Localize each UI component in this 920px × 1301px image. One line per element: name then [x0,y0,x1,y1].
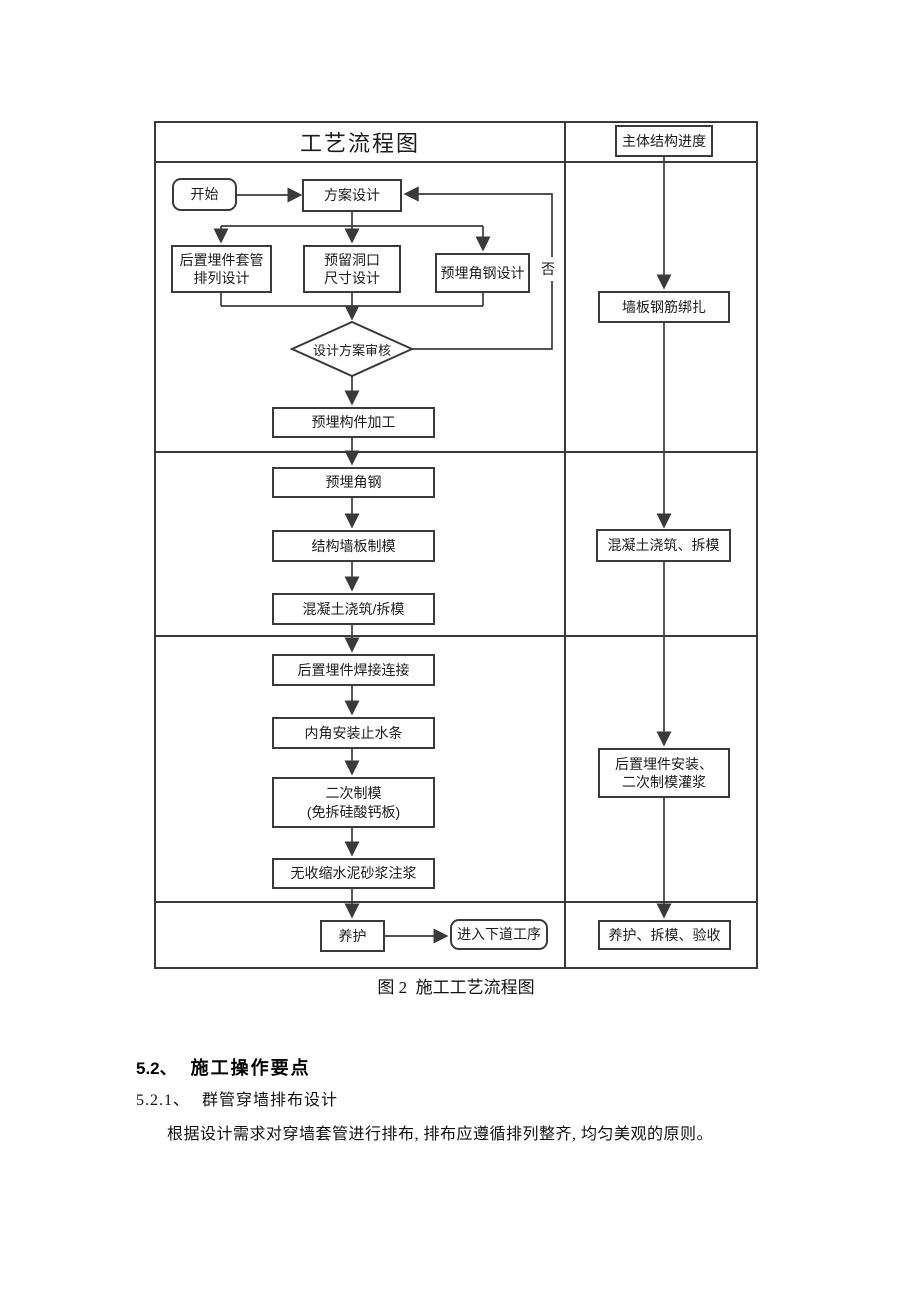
node-next-process: 进入下道工序 [450,919,548,950]
node-sleeve-layout-design: 后置埋件套管 排列设计 [171,245,272,293]
node-embed-install-grout: 后置埋件安装、 二次制模灌浆 [598,748,730,798]
label-no: 否 [538,257,558,281]
subsection-number: 5.2.1、 [136,1092,191,1109]
node-second-formwork: 二次制模 (免拆硅酸钙板) [272,777,435,828]
node-curing: 养护 [320,920,385,952]
node-embed-angle-steel: 预埋角钢 [272,467,435,498]
subsection-title: 群管穿墙排布设计 [202,1092,339,1109]
section-title: 施工操作要点 [190,1058,311,1078]
node-weld-connection: 后置埋件焊接连接 [272,654,435,686]
node-concrete-pour-right: 混凝土浇筑、拆模 [596,529,731,562]
section-heading-5-2-1: 5.2.1、群管穿墙排布设计 [136,1086,338,1110]
node-start: 开始 [172,178,237,211]
node-concrete-pour-strip: 混凝土浇筑/拆模 [272,593,435,625]
node-right-header: 主体结构进度 [615,125,713,157]
section-number: 5.2、 [136,1059,177,1078]
decision-diamond-shape [289,320,415,378]
node-wall-formwork: 结构墙板制模 [272,530,435,562]
body-paragraph: 根据设计需求对穿墙套管进行排布, 排布应遵循排列整齐, 均匀美观的原则。 [167,1126,714,1143]
node-wall-rebar-tying: 墙板钢筋绑扎 [598,291,730,323]
node-design-review: 设计方案审核 [312,342,391,358]
chart-title-left: 工艺流程图 [299,131,420,156]
node-hole-size-design: 预留洞口 尺寸设计 [303,245,401,293]
node-angle-steel-design: 预埋角钢设计 [435,253,530,293]
node-waterstop-install: 内角安装止水条 [272,717,435,749]
node-embed-fabricate: 预埋构件加工 [272,407,435,438]
section-heading-5-2: 5.2、施工操作要点 [136,1054,311,1080]
node-plan-design: 方案设计 [302,179,402,212]
flow-connectors-left [213,186,553,944]
flowchart-frame [154,121,758,969]
figure-caption: 图 2 施工工艺流程图 [377,978,535,997]
node-grout-injection: 无收缩水泥砂浆注浆 [272,858,435,889]
node-cure-strip-accept: 养护、拆模、验收 [598,920,731,950]
